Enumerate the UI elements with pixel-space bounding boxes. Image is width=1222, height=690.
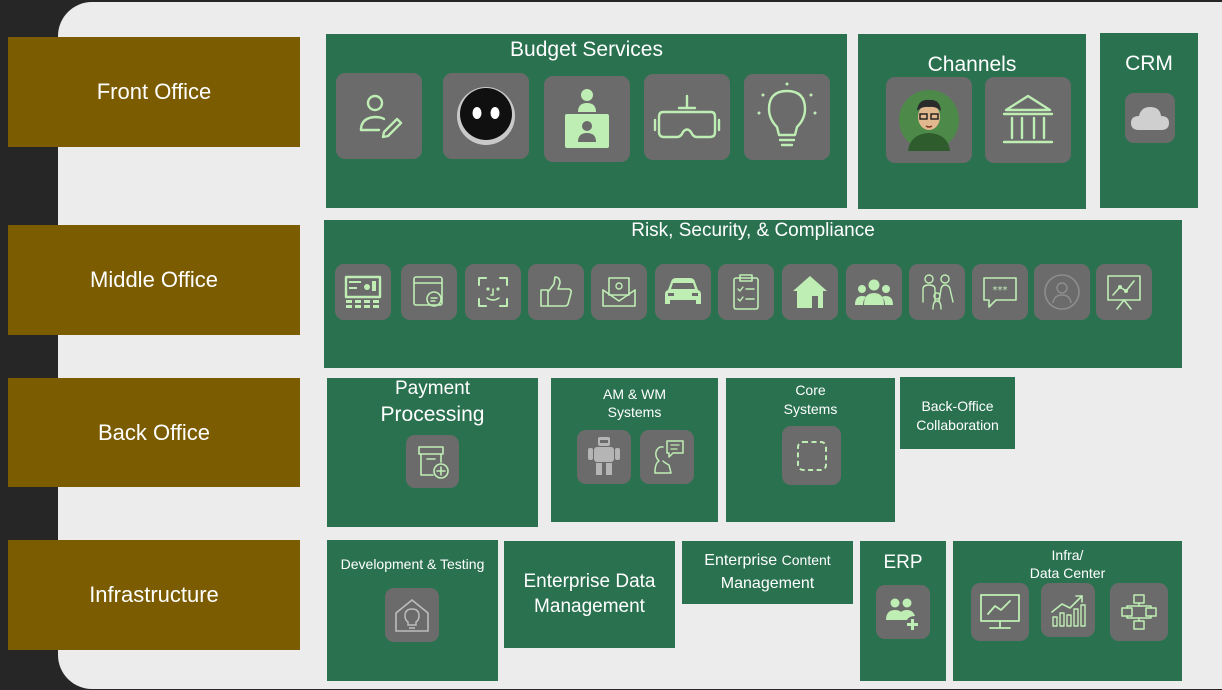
- erp-box: ERP: [860, 541, 946, 681]
- amwm-title-line1: AM & WM: [603, 386, 666, 402]
- row-label-back-office: Back Office: [8, 378, 300, 487]
- enterprise-content-management-box: Enterprise Content Management: [682, 541, 853, 604]
- erp-title: ERP: [883, 552, 923, 573]
- monitor-chart-icon: [971, 583, 1029, 641]
- chat-window-icon: [401, 264, 457, 320]
- person-speech-icon: [640, 430, 694, 484]
- presentation-chart-icon: [1096, 264, 1152, 320]
- ecm-title-line2: Management: [720, 575, 815, 592]
- channels-box: Channels: [858, 34, 1086, 209]
- ecm-title-word-content: Content: [781, 552, 831, 568]
- person-avatar-icon: [886, 77, 972, 163]
- ecm-title-word-enterprise: Enterprise: [704, 552, 778, 569]
- backoffice-title-line2: Collaboration: [916, 417, 999, 433]
- bank-building-icon: [985, 77, 1071, 163]
- network-nodes-icon: [1110, 583, 1168, 641]
- core-systems-box: Core Systems: [726, 378, 895, 522]
- crm-title: CRM: [1125, 52, 1173, 75]
- group-icon: [846, 264, 902, 320]
- channels-title: Channels: [927, 53, 1017, 76]
- row-label-text: Front Office: [96, 79, 212, 104]
- crm-box: CRM: [1100, 33, 1198, 208]
- core-title-line1: Core: [795, 382, 826, 398]
- robot-body-icon: [577, 430, 631, 484]
- budget-services-box: Budget Services: [326, 34, 847, 208]
- back-office-collaboration-box: Back-Office Collaboration: [900, 377, 1015, 449]
- dashboard-panel-icon: [335, 264, 391, 320]
- house-icon: [782, 264, 838, 320]
- robot-face-icon: [443, 73, 529, 159]
- enterprise-data-management-box: Enterprise Data Management: [504, 541, 675, 648]
- vr-headset-icon: [644, 74, 730, 160]
- presenter-icon: [544, 76, 630, 162]
- edm-title-line1: Enterprise Data: [523, 571, 656, 592]
- edm-title-line2: Management: [534, 596, 645, 617]
- cloud-icon: [1125, 93, 1175, 143]
- archive-add-icon: [406, 435, 459, 488]
- row-label-text: Back Office: [97, 419, 211, 445]
- thumbs-up-icon: [528, 264, 584, 320]
- password-chat-icon: ***: [972, 264, 1028, 320]
- infra-data-center-box: Infra/ Data Center: [953, 541, 1182, 681]
- row-label-text: Middle Office: [90, 267, 218, 292]
- payment-processing-box: Payment Processing: [327, 378, 538, 527]
- amwm-title-line2: Systems: [607, 404, 662, 420]
- budget-services-title: Budget Services: [510, 38, 663, 61]
- car-icon: [655, 264, 711, 320]
- row-label-text: Infrastructure: [89, 582, 219, 607]
- am-wm-systems-box: AM & WM Systems: [551, 378, 718, 522]
- add-user-group-icon: [876, 585, 930, 639]
- backoffice-title-line1: Back-Office: [921, 398, 994, 414]
- row-label-middle-office: Middle Office: [8, 225, 300, 335]
- email-envelope-icon: [591, 264, 647, 320]
- user-circle-icon: [1034, 264, 1090, 320]
- dashed-square-icon: [782, 426, 841, 485]
- devtest-title: Development & Testing: [340, 556, 485, 572]
- bar-growth-icon: [1041, 583, 1095, 637]
- face-scan-icon: [465, 264, 521, 320]
- infra-title-line2: Data Center: [1029, 565, 1106, 581]
- payment-title-line1: Payment: [395, 378, 470, 399]
- risk-security-compliance-box: Risk, Security, & Compliance ***: [324, 220, 1182, 368]
- infra-title-line1: Infra/: [1051, 547, 1084, 563]
- row-label-infrastructure: Infrastructure: [8, 540, 300, 650]
- lightbulb-icon: [744, 74, 830, 160]
- house-bulb-icon: [385, 588, 439, 642]
- development-testing-box: Development & Testing: [327, 540, 498, 681]
- family-icon: [909, 264, 965, 320]
- risk-title: Risk, Security, & Compliance: [631, 220, 875, 241]
- clipboard-checklist-icon: [718, 264, 774, 320]
- user-edit-icon: [336, 73, 422, 159]
- svg-text:***: ***: [993, 285, 1008, 296]
- ecm-title-line1: Enterprise Content: [682, 552, 853, 570]
- row-label-front-office: Front Office: [8, 37, 300, 147]
- payment-title-line2: Processing: [380, 403, 485, 426]
- core-title-line2: Systems: [783, 401, 838, 417]
